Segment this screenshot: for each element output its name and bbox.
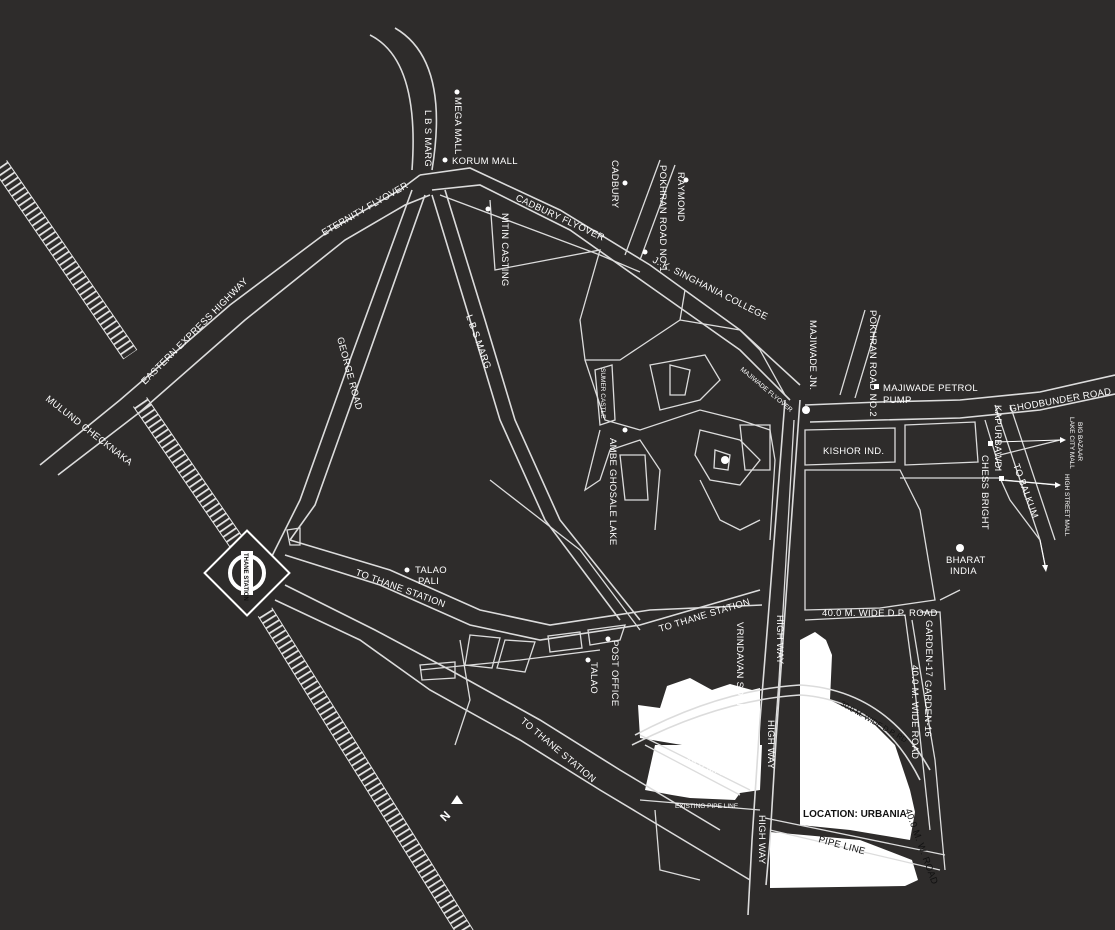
label-bharat-2: INDIA [950, 566, 977, 577]
label-pump: PUMP [883, 395, 912, 406]
road-ghodbunder [804, 374, 1115, 423]
road-pokhran [624, 159, 881, 399]
label-majiwade-petrol: MAJIWADE PETROL [883, 383, 978, 394]
label-lbs-marg-mid: L B S MARG [463, 313, 493, 370]
label-highway-2: HIGH WAY [765, 720, 776, 770]
road-curves [631, 684, 946, 881]
label-high-street: HIGH STREET MALL [1063, 474, 1070, 537]
arrows [994, 437, 1066, 572]
north-label: N [437, 808, 453, 824]
label-urbania: LOCATION: URBANIA [803, 809, 907, 820]
label-big-bazaar: BIG BAZAAR [1076, 422, 1083, 461]
label-lake-city: LAKE CITY MALL [1068, 417, 1075, 469]
label-balkum: TO BALKUM [1010, 462, 1040, 520]
label-talao-pali-2: PALI [418, 576, 439, 587]
urbania-site [638, 632, 918, 888]
label-cadbury-flyover: CADBURY FLYOVER [514, 193, 606, 244]
label-ambe: AMBE GHOSALE LAKE [607, 438, 618, 546]
label-garden-17: GARDEN-17 [923, 620, 934, 677]
label-highway-3: HIGH WAY [756, 815, 767, 865]
road-eastern-express [39, 174, 431, 476]
railway-track [0, 160, 474, 930]
north-arrow-icon: N [437, 795, 463, 824]
label-to-thane-3: TO THANE STATION [518, 716, 598, 785]
label-nitin: NITIN CASTING [499, 213, 510, 287]
label-talao: TALAO [588, 662, 599, 694]
label-raymond: RAYMOND [675, 172, 686, 222]
label-george: GEORGE ROAD [334, 336, 364, 411]
label-kapurbawdi: KAPURBAWDI [992, 405, 1003, 472]
label-mulund: MULUND CHECKNAKA [43, 394, 135, 469]
station-label: THANE STATION [242, 553, 248, 601]
label-existing-pipe: EXISTING PIPE LINE [675, 803, 739, 810]
label-pokhran-2: POKHRAN ROAD NO.2 [867, 310, 878, 417]
poi-dots [404, 89, 1004, 663]
label-sumer: SUMER CASTLE [599, 368, 606, 419]
label-kishor: KISHOR IND. [823, 446, 884, 457]
label-pokhran-1: POKHRAN ROAD NO.1 [657, 165, 668, 272]
label-korum-mall: KORUM MALL [452, 156, 518, 167]
label-post-office: POST OFFICE [609, 640, 620, 706]
label-cadbury: CADBURY [609, 160, 620, 209]
label-dp-road-40: 40.0 M. WIDE D.P. ROAD [822, 608, 938, 619]
label-eastern-express: EASTERN EXPRESS HIGHWAY [139, 276, 250, 387]
label-chess: CHESS BRIGHT [979, 455, 990, 530]
label-lbs-marg-top: L B S MARG [422, 110, 433, 167]
area-vrindavan [489, 199, 786, 541]
label-majiwade-jn: MAJIWADE JN. [807, 320, 818, 390]
road-george [269, 189, 641, 631]
label-vrindavan: VRINDAVAN SOCIETY [734, 622, 745, 726]
road-to-thane [274, 539, 763, 881]
label-highway-1: HIGH WAY [774, 615, 785, 665]
label-jk-singhania: J. K. SINGHANIA COLLEGE [651, 255, 770, 323]
label-garden-16: GARDEN-16 [922, 680, 933, 737]
road-highway [747, 399, 801, 916]
station-marker: THANE STATION [203, 529, 291, 617]
blocks-talao [286, 527, 626, 681]
label-mega-mall: MEGA MALL [452, 97, 463, 155]
road-lbs-top [369, 27, 438, 171]
label-dp-road-40-v: 40.0 M. WIDE ROAD [909, 665, 920, 759]
label-ghodbunder: GHODBUNDER ROAD [1009, 386, 1113, 415]
label-majiwade-flyover: MAJIWADE FLYOVER [739, 366, 794, 414]
label-talao-pali: TALAO [415, 565, 447, 576]
label-bharat: BHARAT [946, 555, 986, 566]
